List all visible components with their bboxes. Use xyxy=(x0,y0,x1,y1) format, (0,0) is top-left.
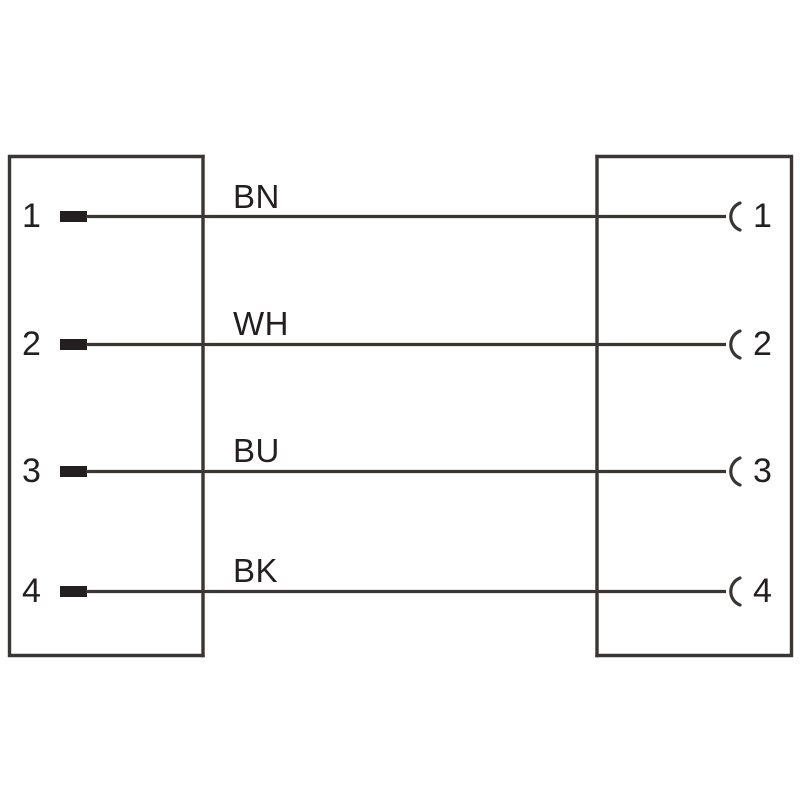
socket-terminal-2 xyxy=(729,329,742,360)
socket-terminal-4 xyxy=(729,576,742,607)
left-pin-number-1: 1 xyxy=(22,197,41,235)
left-connector-body xyxy=(7,154,205,658)
pin-terminal-2 xyxy=(60,339,87,350)
wire-label-wh: WH xyxy=(233,305,289,342)
socket-terminal-1 xyxy=(729,201,742,232)
left-pin-number-4: 4 xyxy=(22,572,41,610)
right-pin-number-3: 3 xyxy=(753,452,772,490)
pin-terminal-1 xyxy=(60,211,87,222)
wire-label-bu: BU xyxy=(233,432,280,469)
wire-1 xyxy=(60,201,742,232)
wire-label-bn: BN xyxy=(233,178,280,215)
right-pin-number-1: 1 xyxy=(753,197,772,235)
left-pin-number-3: 3 xyxy=(22,452,41,490)
pin-terminal-4 xyxy=(60,586,87,597)
pin-terminal-3 xyxy=(60,466,87,477)
right-pin-number-4: 4 xyxy=(753,572,772,610)
right-connector-outline xyxy=(595,154,794,658)
left-pin-number-2: 2 xyxy=(22,325,41,363)
right-connector-body xyxy=(595,154,794,658)
wire-4 xyxy=(60,576,742,607)
socket-terminal-3 xyxy=(729,456,742,487)
wire-2 xyxy=(60,329,742,360)
right-pin-number-2: 2 xyxy=(753,325,772,363)
wire-label-bk: BK xyxy=(233,552,279,589)
left-connector-outline xyxy=(7,154,205,658)
wire-3 xyxy=(60,456,742,487)
